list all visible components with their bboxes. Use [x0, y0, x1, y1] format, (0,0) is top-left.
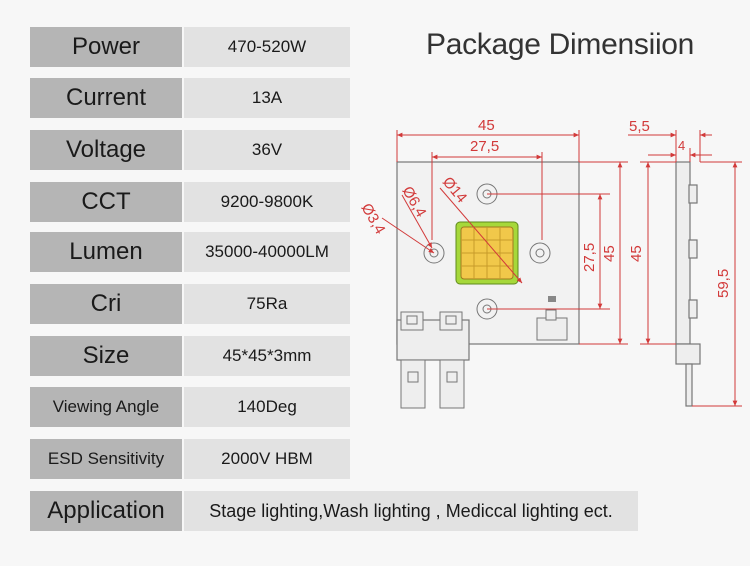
spec-row-application: Application Stage lighting,Wash lighting…	[30, 491, 638, 531]
spec-label: Voltage	[30, 130, 182, 170]
spec-value: 470-520W	[184, 27, 350, 67]
dim-5-5: 5,5	[629, 118, 650, 135]
dim-side-45: 45	[628, 245, 645, 262]
spec-label: Viewing Angle	[30, 387, 182, 427]
spec-label: Current	[30, 78, 182, 118]
dim-v27-5: 27,5	[581, 243, 598, 272]
spec-row-esd: ESD Sensitivity 2000V HBM	[30, 439, 350, 479]
spec-row-cct: CCT 9200-9800K	[30, 182, 350, 222]
spec-value: 2000V HBM	[184, 439, 350, 479]
terminal-pin	[400, 359, 426, 409]
spec-row-voltage: Voltage 36V	[30, 130, 350, 170]
component	[536, 317, 568, 341]
spec-row-power: Power 470-520W	[30, 27, 350, 67]
terminal-pin	[439, 359, 465, 409]
spec-label: Cri	[30, 284, 182, 324]
dim-v45: 45	[601, 245, 618, 262]
spec-label: ESD Sensitivity	[30, 439, 182, 479]
spec-value: 140Deg	[184, 387, 350, 427]
terminal-tab-top	[400, 311, 424, 331]
spec-value: 9200-9800K	[184, 182, 350, 222]
component-marker	[548, 296, 556, 302]
side-view-bump	[688, 184, 698, 204]
spec-row-cri: Cri 75Ra	[30, 284, 350, 324]
terminal-hole	[407, 371, 419, 383]
spec-value: 45*45*3mm	[184, 336, 350, 376]
spec-label: Size	[30, 336, 182, 376]
spec-row-viewing-angle: Viewing Angle 140Deg	[30, 387, 350, 427]
spec-label: CCT	[30, 182, 182, 222]
terminal-tab-top	[439, 311, 463, 331]
spec-row-lumen: Lumen 35000-40000LM	[30, 232, 350, 272]
spec-value: 36V	[184, 130, 350, 170]
dim-59-5: 59,5	[715, 269, 732, 298]
spec-label: Application	[30, 491, 182, 531]
dim-27-5: 27,5	[470, 138, 499, 155]
component-pad	[545, 309, 557, 321]
mount-hole	[423, 242, 445, 264]
spec-label: Lumen	[30, 232, 182, 272]
spec-value: 75Ra	[184, 284, 350, 324]
spec-value: 35000-40000LM	[184, 232, 350, 272]
dim-d3-4: Ø3,4	[358, 201, 389, 238]
spec-label: Power	[30, 27, 182, 67]
terminal-hole	[446, 371, 458, 383]
spec-value: 13A	[184, 78, 350, 118]
mount-hole	[529, 242, 551, 264]
side-view-connector	[675, 343, 701, 365]
spec-value: Stage lighting,Wash lighting , Mediccal …	[184, 491, 638, 531]
spec-row-size: Size 45*45*3mm	[30, 336, 350, 376]
package-dimension-title: Package Dimensiion	[426, 28, 695, 61]
spec-row-current: Current 13A	[30, 78, 350, 118]
dim-4: 4	[678, 138, 685, 153]
side-view-pin	[685, 363, 693, 407]
side-view-board	[675, 161, 691, 345]
terminal-slot	[406, 315, 418, 325]
terminal-slot	[445, 315, 457, 325]
dim-45: 45	[478, 117, 495, 134]
